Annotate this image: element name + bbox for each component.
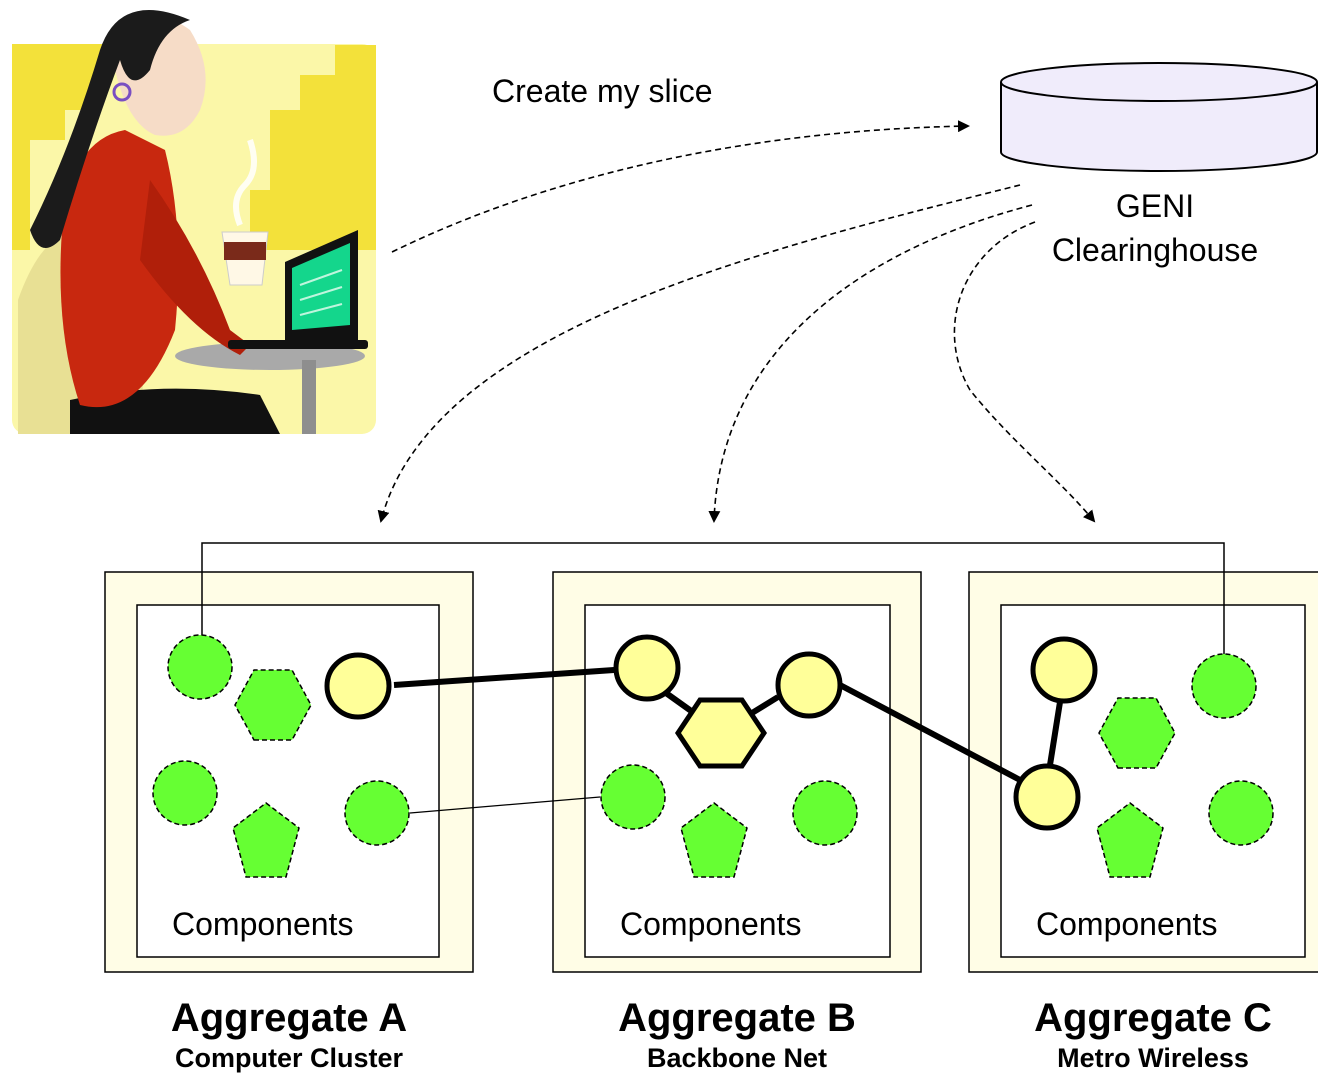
aggregate-c-components xyxy=(1013,636,1274,878)
aggregate-c-box xyxy=(968,571,1318,973)
slice-links xyxy=(393,667,1063,783)
database-cylinder-icon xyxy=(1000,62,1318,172)
component-free xyxy=(167,634,233,700)
aggregate-c-type: Metro Wireless xyxy=(1057,1043,1249,1073)
component-free xyxy=(1191,653,1257,719)
clearinghouse-label-line1: GENI xyxy=(1115,188,1195,224)
create-slice-arrow xyxy=(391,120,970,253)
component-free xyxy=(152,760,218,826)
thin-link xyxy=(409,796,601,814)
component-free xyxy=(792,780,858,846)
aggregate-a-components-label: Components xyxy=(172,906,354,942)
aggregate-a-type: Computer Cluster xyxy=(174,1043,404,1073)
component-free xyxy=(234,669,312,741)
component-in-slice xyxy=(674,697,768,769)
component-free xyxy=(1208,780,1274,846)
aggregate-c-components-label: Components xyxy=(1036,906,1218,942)
component-free xyxy=(344,780,410,846)
component-in-slice xyxy=(775,651,843,719)
aggregate-a-name: Aggregate A xyxy=(170,996,408,1040)
clearinghouse-to-aggregate-a-arrow xyxy=(377,184,1021,523)
clearinghouse-label-line2: Clearinghouse xyxy=(1051,232,1259,268)
component-free xyxy=(1098,697,1176,769)
user-at-laptop-illustration xyxy=(12,10,376,434)
clearinghouse-to-aggregate-c-arrow xyxy=(953,221,1096,523)
aggregate-b-type: Backbone Net xyxy=(646,1043,828,1073)
component-free xyxy=(680,802,748,878)
aggregate-a-components xyxy=(152,634,410,878)
create-slice-label: Create my slice xyxy=(492,73,713,109)
component-free xyxy=(232,802,300,878)
component-free xyxy=(1096,802,1164,878)
aggregate-b-name: Aggregate B xyxy=(618,996,856,1040)
aggregate-b-components xyxy=(600,634,858,878)
clearinghouse-to-aggregate-b-arrow xyxy=(708,204,1033,523)
aggregate-c-name: Aggregate C xyxy=(1034,996,1272,1040)
component-in-slice xyxy=(1030,636,1098,704)
component-free xyxy=(600,764,666,830)
aggregate-b-components-label: Components xyxy=(620,906,802,942)
component-in-slice xyxy=(1013,763,1081,831)
component-in-slice xyxy=(324,652,392,720)
control-line xyxy=(201,542,1225,654)
component-in-slice xyxy=(613,634,681,702)
